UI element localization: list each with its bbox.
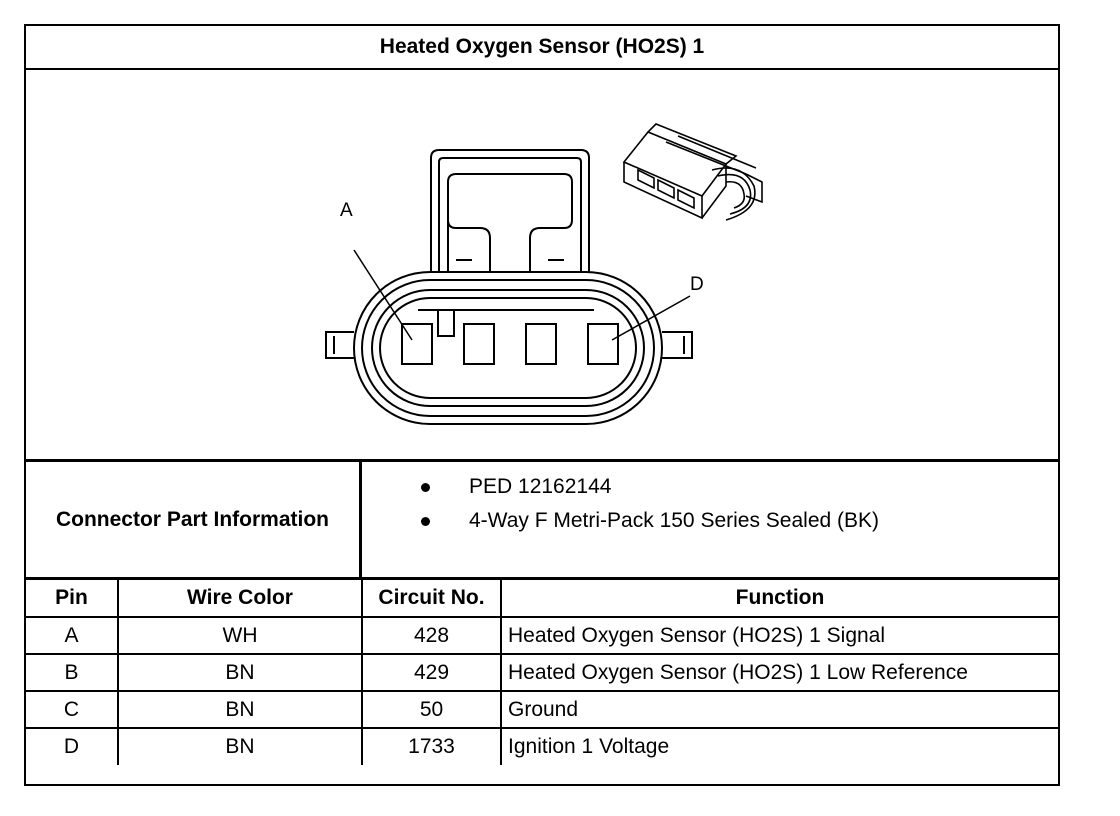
header-circuit-no: Circuit No. [361,580,502,618]
circuit-cell: 1733 [361,727,502,765]
pin-cell: C [26,690,119,729]
function-cell: Ignition 1 Voltage [500,727,1058,765]
callout-label-d: D [690,274,704,295]
connector-face-drawing [325,123,763,425]
header-pin: Pin [26,580,119,618]
circuit-cell: 428 [361,616,502,655]
wire-color-cell: BN [117,653,363,692]
bullet-icon [421,483,430,492]
header-wire-color: Wire Color [117,580,363,618]
pin-cell: A [26,616,119,655]
header-function: Function [500,580,1058,618]
table-row: C BN 50 Ground [26,690,1058,729]
connector-sheet: Heated Oxygen Sensor (HO2S) 1 [24,24,1060,786]
connector-info-list: PED 12162144 4-Way F Metri-Pack 150 Seri… [365,462,1058,577]
table-header-row: Pin Wire Color Circuit No. Function [26,580,1058,618]
connector-diagram: A D [26,70,1058,462]
circuit-cell: 429 [361,653,502,692]
pin-cell: B [26,653,119,692]
page-title: Heated Oxygen Sensor (HO2S) 1 [26,26,1058,70]
pin-cell: D [26,727,119,765]
callout-label-a: A [340,200,353,221]
table-row: D BN 1733 Ignition 1 Voltage [26,727,1058,765]
function-cell: Ground [500,690,1058,729]
wire-color-cell: WH [117,616,363,655]
part-number: PED 12162144 [469,475,612,498]
table-row: B BN 429 Heated Oxygen Sensor (HO2S) 1 L… [26,653,1058,692]
connector-info-label: Connector Part Information [26,462,362,577]
circuit-cell: 50 [361,690,502,729]
table-row: A WH 428 Heated Oxygen Sensor (HO2S) 1 S… [26,616,1058,655]
function-cell: Heated Oxygen Sensor (HO2S) 1 Signal [500,616,1058,655]
connector-part-info: Connector Part Information PED 12162144 … [26,462,1058,580]
wire-color-cell: BN [117,727,363,765]
function-cell: Heated Oxygen Sensor (HO2S) 1 Low Refere… [500,653,1058,692]
wire-color-cell: BN [117,690,363,729]
bullet-icon [421,517,430,526]
connector-description: 4-Way F Metri-Pack 150 Series Sealed (BK… [469,509,880,532]
pin-table: Pin Wire Color Circuit No. Function A WH… [26,580,1058,765]
